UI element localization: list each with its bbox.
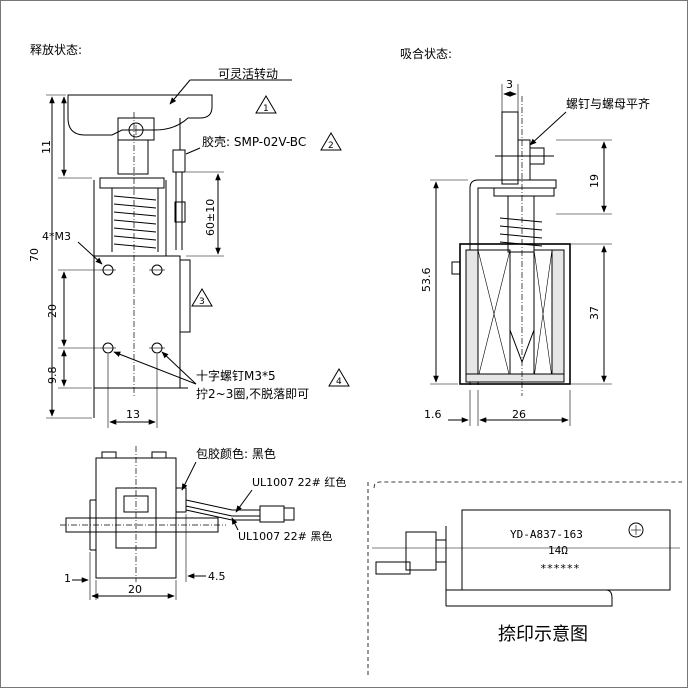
wire-connector bbox=[259, 505, 285, 523]
dim-53-6: 53.6 bbox=[420, 179, 468, 385]
svg-text:1: 1 bbox=[263, 104, 269, 114]
screw-flush-label: 螺钉与螺母平齐 bbox=[566, 96, 650, 111]
dim-3: 3 bbox=[501, 78, 519, 112]
wire-black-label: UL1007 22# 黑色 bbox=[238, 529, 332, 543]
printed-screw bbox=[628, 522, 644, 538]
housing-label: 胶壳: SMP-02V-BC bbox=[202, 134, 306, 149]
plate bbox=[493, 187, 555, 197]
screw-m3-label: 4*M3 bbox=[42, 230, 71, 243]
dim-70: 70 bbox=[28, 94, 92, 419]
batch-stars: ****** bbox=[540, 562, 580, 575]
pivot-screw bbox=[128, 122, 144, 138]
print-diagram: YD-A837-163 14Ω ****** 捺印示意图 bbox=[367, 481, 682, 676]
rotatable-label: 可灵活转动 bbox=[218, 66, 278, 81]
dim-11: 11 bbox=[40, 96, 92, 179]
top-view: 包胶颜色: 黑色 UL1007 22# 红色 UL1007 22# 黑色 1 2… bbox=[60, 446, 346, 600]
lead-wire-housing bbox=[172, 118, 186, 250]
release-state-label: 释放状态: bbox=[30, 42, 82, 57]
warning-triangle-1: 1 bbox=[255, 95, 277, 114]
svg-text:20: 20 bbox=[46, 304, 59, 318]
tighten-note: 拧2~3圈,不脱落即可 bbox=[196, 386, 309, 401]
warning-triangle-2: 2 bbox=[320, 132, 342, 151]
plunger-top bbox=[117, 139, 149, 175]
svg-text:19: 19 bbox=[588, 174, 601, 188]
svg-text:3: 3 bbox=[506, 78, 513, 91]
release-state-view: 释放状态: 可灵活转动 1 bbox=[28, 42, 350, 428]
coil-body bbox=[451, 96, 571, 396]
dim-26: 26 bbox=[479, 390, 571, 426]
svg-text:53.6: 53.6 bbox=[420, 268, 433, 293]
svg-text:11: 11 bbox=[40, 140, 53, 154]
resistance-value: 14Ω bbox=[548, 544, 568, 557]
spring bbox=[99, 177, 165, 252]
screw-holes-m3 bbox=[100, 264, 165, 354]
svg-text:3: 3 bbox=[199, 297, 205, 307]
svg-text:70: 70 bbox=[28, 248, 41, 262]
svg-text:20: 20 bbox=[128, 583, 142, 596]
print-title: 捺印示意图 bbox=[498, 624, 588, 645]
dim-13: 13 bbox=[107, 354, 158, 428]
svg-text:26: 26 bbox=[512, 408, 526, 421]
svg-text:1.6: 1.6 bbox=[424, 408, 442, 421]
cross-screw-label: 十字螺钉M3*5 bbox=[196, 368, 276, 383]
dim-20b: 20 bbox=[91, 580, 177, 600]
model-number: YD-A837-163 bbox=[510, 528, 583, 541]
lever-side bbox=[501, 111, 519, 185]
dim-9-8: 9.8 bbox=[46, 349, 92, 389]
engage-state-view: 吸合状态: 螺钉与螺母平齐 bbox=[400, 46, 650, 426]
warning-triangle-4: 4 bbox=[328, 368, 350, 387]
dim-19: 19 bbox=[556, 139, 612, 215]
svg-text:1: 1 bbox=[64, 572, 71, 585]
warning-triangle-3: 3 bbox=[191, 288, 213, 307]
dim-1: 1 bbox=[64, 552, 97, 600]
svg-text:2: 2 bbox=[328, 141, 334, 151]
engage-state-label: 吸合状态: bbox=[400, 46, 452, 61]
svg-text:37: 37 bbox=[588, 306, 601, 320]
dim-37: 37 bbox=[570, 243, 612, 385]
plunger-spring bbox=[499, 195, 543, 253]
pivot-side bbox=[517, 139, 531, 181]
dim-1-6: 1.6 bbox=[424, 390, 479, 426]
svg-text:4.5: 4.5 bbox=[208, 570, 226, 583]
solenoid-frame-front bbox=[93, 112, 191, 418]
tape-color-label: 包胶颜色: 黑色 bbox=[196, 446, 276, 461]
svg-text:60±10: 60±10 bbox=[204, 199, 217, 236]
dim-20: 20 bbox=[46, 269, 100, 349]
bracket bbox=[469, 179, 557, 385]
svg-text:9.8: 9.8 bbox=[46, 367, 59, 385]
wire-red-label: UL1007 22# 红色 bbox=[252, 475, 346, 489]
svg-text:4: 4 bbox=[336, 377, 342, 387]
lever bbox=[67, 94, 213, 136]
dim-4-5: 4.5 bbox=[185, 514, 226, 583]
dim-60: 60±10 bbox=[186, 171, 224, 257]
svg-text:13: 13 bbox=[126, 408, 140, 421]
